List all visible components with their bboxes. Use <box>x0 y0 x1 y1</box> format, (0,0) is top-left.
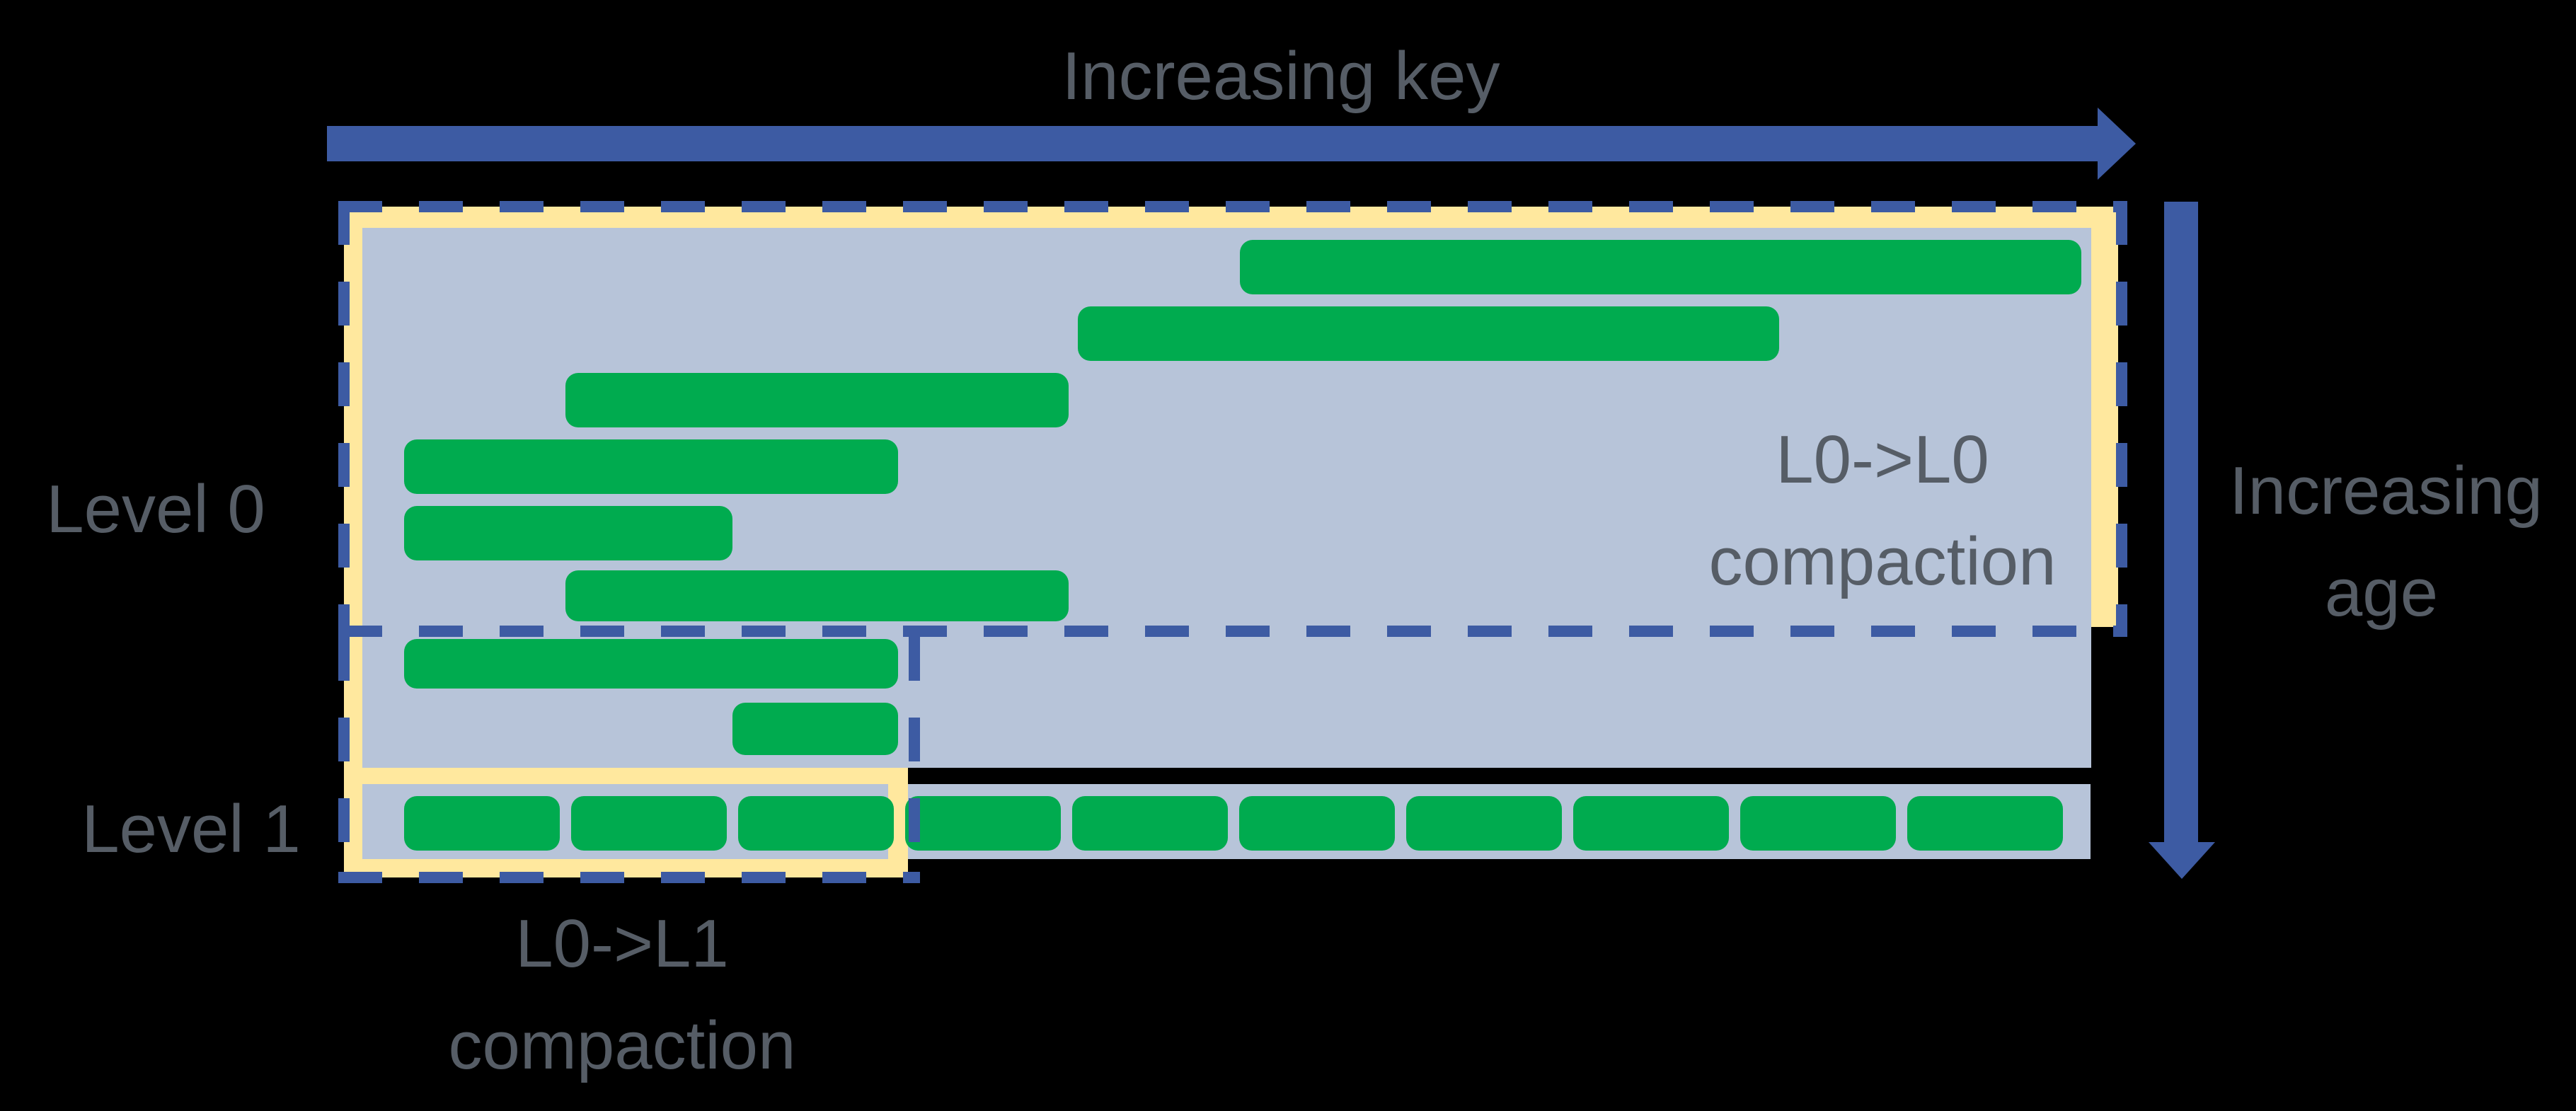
dashed-border-l0-l1-box-right <box>909 637 920 883</box>
level0-sstable <box>404 506 732 560</box>
level1-sstable <box>1907 796 2063 851</box>
level0-sstable <box>404 639 898 689</box>
level1-sstable <box>404 796 560 851</box>
level1-sstable <box>905 796 1061 851</box>
level0-sstable <box>404 439 898 494</box>
level0-label: Level 0 <box>46 471 265 547</box>
dashed-border-l0-l1-box-left <box>338 637 350 883</box>
increasing-key-arrow-shaft <box>327 126 2098 161</box>
increasing-age-arrow-shaft <box>2164 202 2198 842</box>
dashed-border-l0-box-left <box>338 201 350 637</box>
dashed-border-l0-box-right <box>2116 201 2127 637</box>
dashed-border-l0-box-bottom <box>338 626 2127 637</box>
increasing-key-arrowhead-icon <box>2098 108 2136 180</box>
level1-sstable <box>1072 796 1228 851</box>
level0-sstable <box>565 373 1069 427</box>
level1-label: Level 1 <box>81 791 301 867</box>
level1-sstable <box>1573 796 1729 851</box>
increasing-age-arrowhead-icon <box>2149 842 2215 879</box>
level0-sstable <box>732 703 898 755</box>
level1-sstable <box>1740 796 1896 851</box>
l0-to-l0-compaction-label: L0->L0 compaction <box>1708 422 2057 599</box>
l0-to-l1-compaction-label: L0->L1 compaction <box>448 906 796 1083</box>
level1-sstable <box>1406 796 1562 851</box>
increasing-age-label: Increasing age <box>2229 453 2543 631</box>
dashed-border-l0-box-top <box>338 201 2127 212</box>
dashed-border-l0-l1-box-bottom <box>338 872 920 883</box>
level1-sstable <box>1239 796 1395 851</box>
level1-sstable <box>571 796 727 851</box>
level0-sstable <box>1078 306 1779 361</box>
level1-sstable <box>738 796 894 851</box>
increasing-key-label: Increasing key <box>1062 38 1500 114</box>
level0-sstable <box>1240 240 2081 294</box>
level0-sstable <box>565 570 1069 621</box>
